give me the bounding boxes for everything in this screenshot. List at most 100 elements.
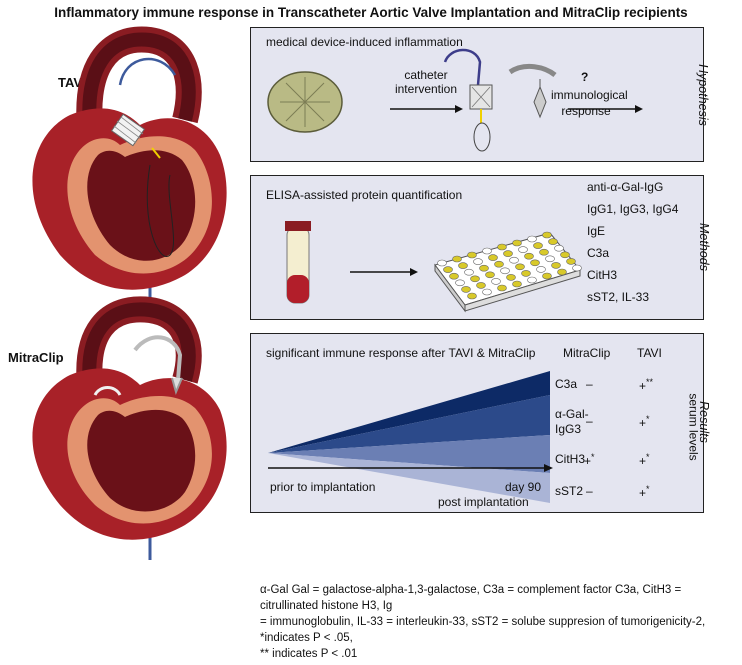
footnote-line: = immunoglobulin, IL-33 = interleukin-33…	[260, 616, 706, 644]
row-mitraclip-agal: –	[586, 414, 593, 428]
hypothesis-side-label: Hypothesis	[695, 64, 710, 126]
catheter-label: catheter	[404, 68, 448, 82]
plate-well	[437, 259, 447, 267]
methods-heading: ELISA-assisted protein quantification	[266, 188, 463, 202]
x-end-label-1: day 90	[505, 480, 542, 494]
plate-well	[557, 268, 567, 276]
plate-well	[506, 274, 516, 281]
plate-well	[479, 264, 489, 272]
plate-well	[566, 258, 576, 265]
plate-well	[536, 266, 546, 273]
plate-well	[509, 256, 519, 264]
hypothesis-heading: medical device-induced inflammation	[266, 35, 463, 49]
plate-well	[545, 255, 555, 263]
plate-well	[482, 288, 492, 296]
row-marker-agal-igg3: IgG3	[555, 422, 582, 436]
methods-graphics	[285, 221, 582, 313]
x-end-label-2: post implantation	[438, 495, 529, 509]
plate-well	[512, 280, 522, 288]
results-side-label: Results	[696, 401, 711, 443]
mitraclip-device-icon	[508, 63, 557, 78]
plate-well	[539, 248, 549, 256]
plate-well	[470, 275, 480, 283]
plate-well	[491, 278, 501, 285]
row-marker-sst2: sST2	[555, 484, 584, 498]
methods-side-label: Methods	[696, 223, 711, 271]
plate-well	[443, 266, 453, 273]
plate-well	[527, 276, 537, 284]
marker-item: sST2, IL-33	[587, 290, 650, 304]
marker-item: IgE	[587, 224, 606, 238]
mitraclip-heart-label: MitraClip	[8, 350, 64, 365]
plate-well	[485, 271, 495, 279]
plate-well	[524, 252, 534, 260]
arrow-icon	[544, 464, 553, 472]
wedge-sst2	[268, 453, 550, 503]
row-marker-cith3: CitH3	[555, 452, 586, 466]
blood-tube-icon	[285, 221, 311, 304]
outcome-line2: response	[561, 104, 611, 118]
mitraclip-heart-illustration	[32, 296, 227, 560]
marker-item: anti-α-Gal-IgG	[587, 180, 664, 194]
plate-well	[455, 279, 465, 287]
footnote-line: ** indicates P < .01	[260, 648, 358, 660]
plate-well	[449, 272, 459, 280]
marker-list: anti-α-Gal-IgG IgG1, IgG3, IgG4 IgE C3a …	[587, 180, 678, 312]
plate-well	[503, 250, 513, 257]
footnote: α-Gal Gal = galactose-alpha-1,3-galactos…	[260, 582, 730, 662]
hypothesis-graphics	[267, 48, 643, 152]
plate-well	[464, 268, 474, 276]
plate-well	[548, 238, 558, 245]
intervention-label: intervention	[394, 82, 458, 96]
plate-well	[497, 284, 507, 292]
plate-well	[560, 251, 570, 259]
plate-well	[542, 231, 552, 239]
wedge-c3a	[268, 371, 550, 453]
row-mitraclip-sst2: –	[586, 484, 593, 498]
plate-well	[551, 262, 561, 269]
plate-well	[521, 270, 531, 277]
row-tavi-sst2: +*	[639, 484, 650, 500]
col-tavi-header: TAVI	[637, 346, 662, 360]
plate-well	[467, 251, 477, 259]
marker-item: CitH3	[587, 268, 618, 282]
time-axis	[268, 464, 553, 472]
row-tavi-agal: +*	[639, 414, 650, 430]
wedge-cith3	[268, 435, 550, 473]
x-start-label: prior to implantation	[270, 480, 376, 494]
marker-item: C3a	[587, 246, 610, 260]
wedge-agal-igg3	[268, 395, 550, 453]
plate-well	[461, 286, 471, 293]
col-mitraclip-header: MitraClip	[563, 346, 611, 360]
plate-well	[476, 282, 486, 289]
outcome-line1: immunological	[551, 88, 628, 102]
plate-well	[467, 292, 477, 300]
row-mitraclip-c3a: –	[586, 377, 593, 391]
question-mark: ?	[581, 70, 589, 84]
plate-well	[527, 235, 537, 243]
plate-well	[452, 255, 462, 263]
plate-well	[542, 272, 552, 280]
plate-well	[515, 263, 525, 271]
plate-well	[494, 260, 504, 268]
plate-well	[458, 262, 468, 269]
plate-well	[572, 264, 582, 272]
plate-well	[530, 259, 540, 267]
row-tavi-cith3: +*	[639, 452, 650, 468]
page-title: Inflammatory immune response in Transcat…	[54, 5, 688, 20]
plate-well	[473, 258, 483, 265]
plate-well	[512, 239, 522, 247]
tavi-device-icon	[443, 48, 482, 86]
tavi-heart-illustration	[32, 26, 227, 305]
plate-well	[500, 267, 510, 275]
row-marker-agal: α-Gal-	[555, 407, 589, 421]
results-wedge-chart	[268, 371, 550, 503]
marker-item: IgG1, IgG3, IgG4	[587, 202, 679, 216]
plate-well	[488, 254, 498, 261]
footnote-line: α-Gal Gal = galactose-alpha-1,3-galactos…	[260, 584, 682, 612]
plate-well	[518, 246, 528, 253]
results-heading: significant immune response after TAVI &…	[266, 346, 536, 360]
elisa-plate-icon	[434, 231, 582, 313]
plate-well	[497, 243, 507, 251]
row-mitraclip-cith3: +*	[584, 452, 595, 468]
